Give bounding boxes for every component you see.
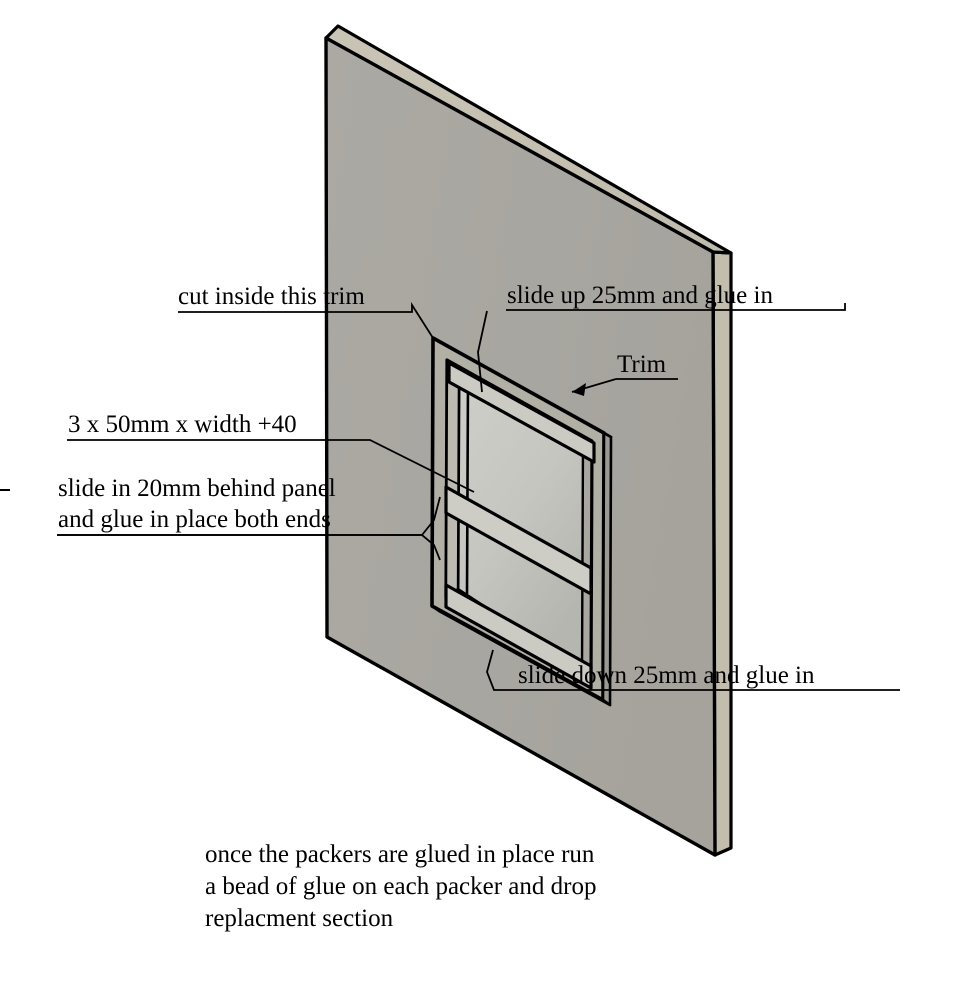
label-slide-up: slide up 25mm and glue in — [507, 282, 773, 309]
label-slide-in-line1: slide in 20mm behind panel — [58, 475, 336, 502]
note-line-2: a bead of glue on each packer and drop — [205, 873, 597, 900]
packer-middle — [444, 485, 593, 596]
leader-slide-in-2 — [57, 534, 441, 561]
label-slide-in-line2: and glue in place both ends — [58, 506, 331, 533]
leader-slide-up-pointer — [477, 310, 488, 393]
label-cut-inside-trim: cut inside this trim — [178, 283, 365, 310]
label-trim: Trim — [617, 351, 667, 378]
packer-bottom — [444, 583, 593, 690]
label-packer-spec: 3 x 50mm x width +40 — [68, 411, 297, 438]
opening-left-jamb — [444, 358, 470, 599]
leader-lines — [57, 301, 900, 691]
leader-cut-inside-trim — [178, 301, 434, 339]
leader-packer-spec — [67, 439, 475, 493]
trim-bottom-return — [430, 604, 612, 707]
leader-slide-down — [486, 649, 900, 691]
note-line-3: replacment section — [205, 905, 394, 932]
packer-top — [447, 361, 596, 464]
leader-slide-up-underline — [506, 303, 846, 311]
note-line-1: once the packers are glued in place run — [205, 841, 595, 868]
leader-trim-arrowhead — [572, 383, 586, 396]
label-slide-down: slide down 25mm and glue in — [518, 662, 815, 689]
